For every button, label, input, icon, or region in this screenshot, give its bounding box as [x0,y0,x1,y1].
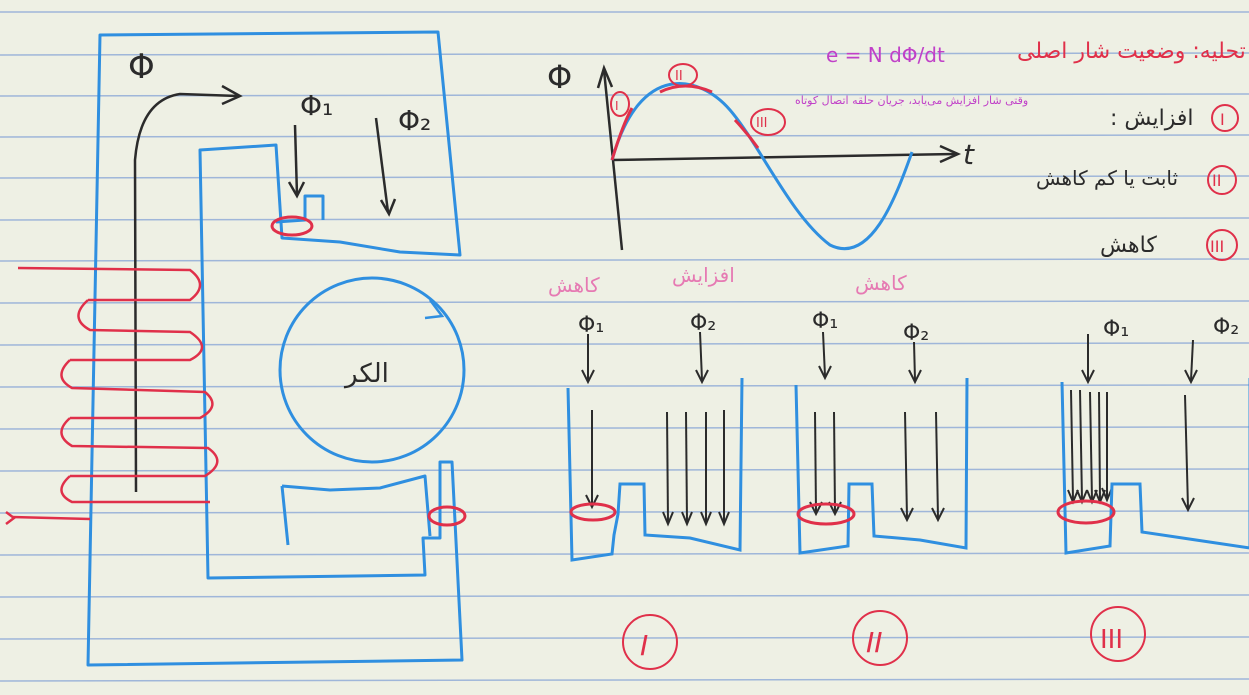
note-1-num: I [1220,110,1225,129]
equation-note: وقتی شار افزایش می‌یابد، جریان حلقه اتصا… [795,94,1028,107]
rotor-label: الکر [343,359,389,389]
panel-III-roman: III [1100,625,1123,655]
wave-mark-I: I [615,99,619,113]
flux-sine-wave [610,82,914,251]
upper-shading-ring [270,215,314,237]
note-3-num: III [1210,237,1224,256]
panel-III: Φ₁ Φ₂ III [1056,315,1249,662]
panel-I-roman: I [640,629,648,662]
note-2-num: II [1212,171,1221,190]
panel-II: کاهش Φ₁ Φ₂ II [794,271,969,666]
magnetic-core [86,30,464,667]
lower-pole-face [281,474,432,537]
upper-pole-notch [275,194,325,224]
emf-equation: e = N dΦ/dt [826,43,945,67]
panel-III-phi2: Φ₂ [1213,315,1239,340]
legend-notes: تحلیه: وضعیت شار اصلی : افزایش I ثابت یا… [1017,39,1246,261]
rotor-arrow-icon [424,299,445,320]
panel-III-phi1: Φ₁ [1103,317,1129,342]
note-2-text: ثابت یا کم کاهش [1036,166,1178,190]
wave-region-markers [610,63,786,136]
panel-I-phi1: Φ₁ [578,313,604,338]
core-phi2-label: Φ₂ [398,104,431,137]
core-phi1-label: Φ₁ [300,89,333,122]
notes-title: تحلیه: وضعیت شار اصلی [1017,39,1246,64]
wave-phi-label: Φ [547,58,572,96]
rotor-circle [278,276,466,464]
wave-mark-III: III [756,116,768,131]
note-3-text: کاهش [1100,233,1157,258]
panel-II-roman: II [866,626,883,659]
panel-I-right-word: افزایش [672,263,735,287]
pole-flux-arrows [287,117,397,217]
core-phi-label: Φ [128,47,155,87]
ruled-lines [0,11,1249,682]
lower-shading-ring [427,505,467,527]
segment-III-highlight [733,118,760,149]
segment-I-highlight [610,107,634,161]
main-flux-arrow [133,84,243,493]
core-outline [86,30,464,667]
time-axis-label: t [963,138,975,171]
panel-I-phi2: Φ₂ [690,311,716,336]
panel-II-word: کاهش [855,271,907,295]
excitation-coil [5,266,219,525]
panel-I-left-word: کاهش [548,273,600,297]
panel-I: کاهش افزایش Φ₁ Φ₂ I [548,263,744,670]
note-1-text: : افزایش [1110,106,1193,131]
wave-mark-II: II [675,69,683,84]
panel-II-phi1: Φ₁ [812,309,838,334]
panel-II-phi2: Φ₂ [903,321,929,346]
